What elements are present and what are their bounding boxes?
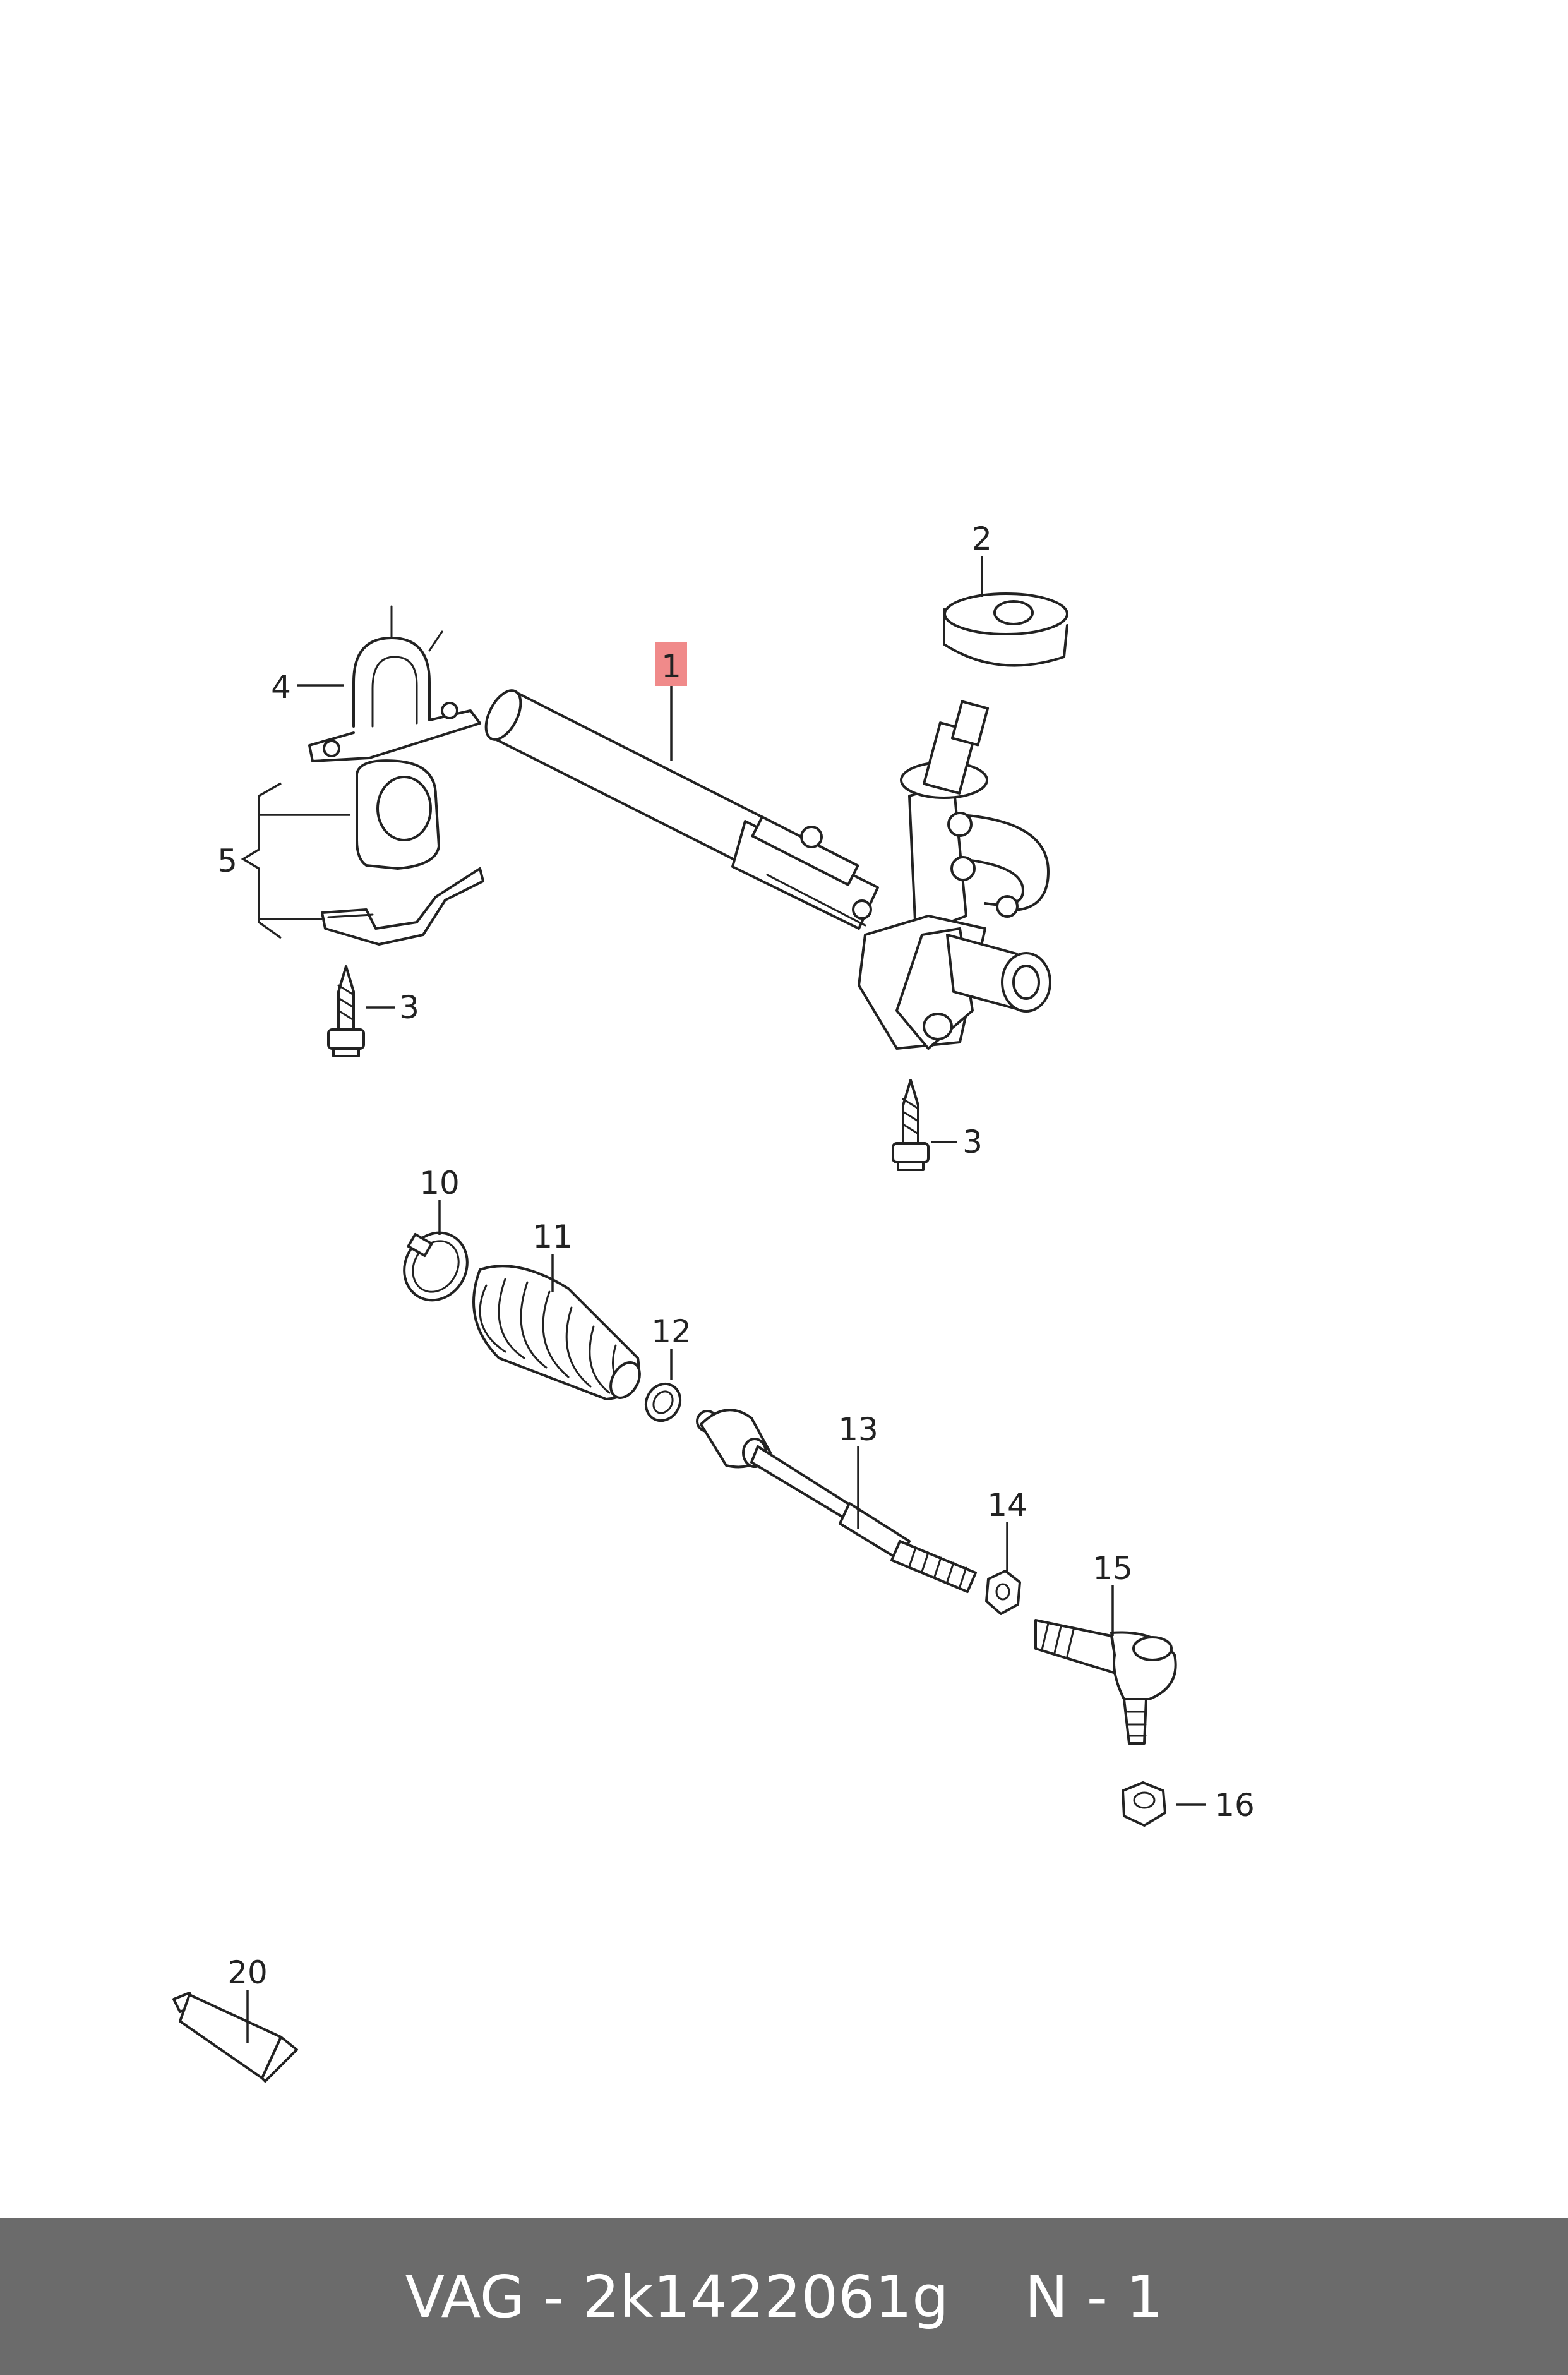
tie-rod-icon[interactable]: [696, 1409, 977, 1593]
footer-bar: VAG - 2k1422061g N - 1: [0, 2218, 1568, 2375]
callout-11[interactable]: 11: [532, 1218, 573, 1255]
tie-rod-end-icon[interactable]: [1034, 1619, 1177, 1745]
quantity-text: N - 1: [1024, 2263, 1163, 2331]
highlight-box: [655, 642, 687, 686]
bolt-icon[interactable]: [892, 1079, 930, 1171]
part-number-text: VAG - 2k1422061g: [405, 2263, 949, 2331]
mount-bracket-icon[interactable]: [321, 759, 484, 946]
hose-clip-icon[interactable]: [392, 1221, 479, 1311]
callout-15[interactable]: 15: [1092, 1550, 1133, 1587]
callout-20[interactable]: 20: [227, 1954, 268, 1991]
bearing-bush-icon[interactable]: [943, 592, 1068, 667]
callout-10[interactable]: 10: [419, 1165, 460, 1201]
callout-16[interactable]: 16: [1214, 1787, 1255, 1824]
bolt-icon[interactable]: [327, 965, 365, 1057]
nut-icon[interactable]: [985, 1570, 1021, 1615]
callout-2[interactable]: 2: [972, 520, 992, 557]
grease-tube-icon[interactable]: [172, 1992, 298, 2083]
callout-5[interactable]: 5: [217, 843, 237, 879]
steering-rack-icon[interactable]: [479, 685, 1051, 1050]
callout-14[interactable]: 14: [987, 1487, 1027, 1524]
nut-icon[interactable]: [1122, 1781, 1166, 1827]
callout-3b[interactable]: 3: [962, 1124, 983, 1160]
callout-1[interactable]: 1: [661, 648, 681, 685]
leader-lines: [241, 556, 1206, 2043]
hose-clip-icon[interactable]: [639, 1378, 686, 1427]
clamp-icon[interactable]: [308, 605, 481, 762]
callout-13[interactable]: 13: [838, 1411, 878, 1448]
parts-diagram: 1 2 4 5 3 3 10 11 12 13 14 15 16 20: [172, 520, 1255, 2083]
callout-4[interactable]: 4: [271, 669, 291, 706]
callout-3a[interactable]: 3: [399, 989, 419, 1026]
callout-12[interactable]: 12: [651, 1313, 691, 1350]
gaiter-icon[interactable]: [472, 1265, 645, 1403]
